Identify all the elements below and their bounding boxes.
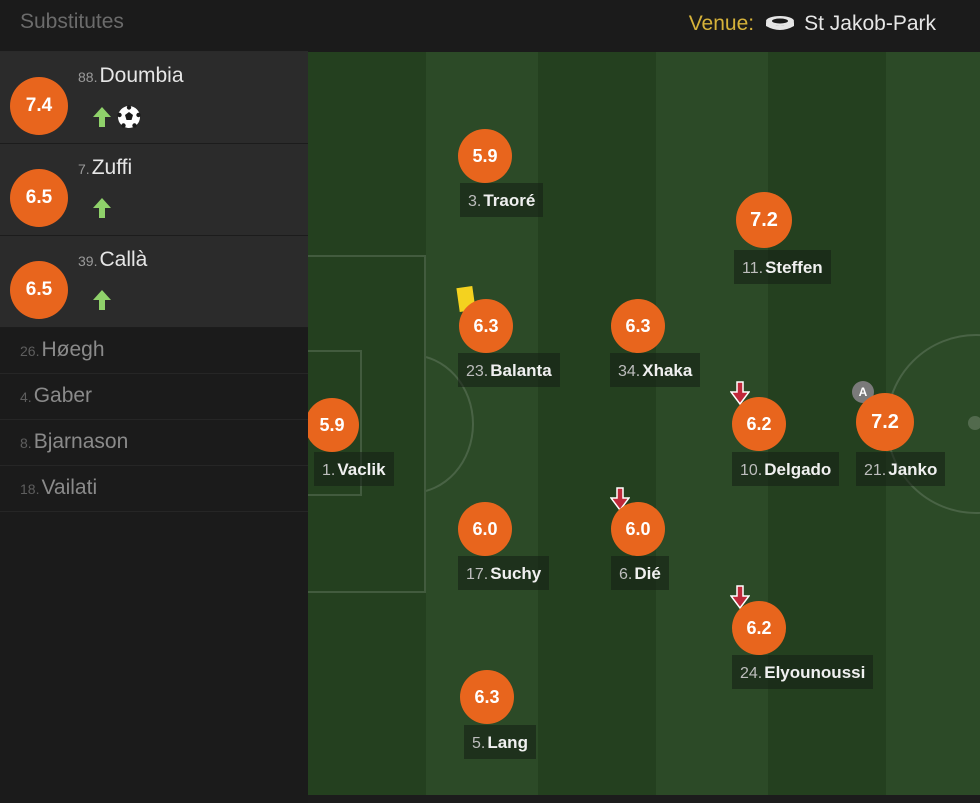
shirt-number: 88. [78, 69, 98, 85]
player-name: Lang [487, 733, 528, 752]
shirt-number: 6. [619, 566, 633, 583]
unused-substitute-row[interactable]: 26.Høegh [0, 328, 308, 374]
player-name: Gaber [33, 384, 93, 407]
player-name-text: Zuffi [91, 156, 133, 179]
substitutes-title: Substitutes [0, 0, 308, 52]
sub-in-arrow-icon [93, 290, 111, 310]
player-name: Bjarnason [33, 430, 129, 453]
shirt-number: 39. [78, 253, 98, 269]
sub-out-arrow-icon [610, 487, 630, 512]
player-name: 7.Zuffi [78, 156, 132, 180]
venue-info: Venue: St Jakob-Park [689, 12, 936, 36]
player-name: Janko [888, 460, 938, 479]
player-nameplate: 10.Delgado [732, 452, 840, 486]
player-nameplate: 11.Steffen [734, 250, 831, 284]
shirt-number: 23. [466, 363, 489, 380]
venue-label: Venue: [688, 12, 755, 35]
shirt-number: 18. [20, 481, 40, 497]
center-spot [968, 416, 980, 430]
substitute-row[interactable]: 7.4 88.Doumbia [0, 52, 308, 144]
stadium-icon [766, 16, 795, 30]
rating-badge: 6.0 [611, 502, 665, 556]
player-name: 39.Callà [78, 248, 147, 272]
rating-badge: 6.3 [460, 670, 514, 724]
player-nameplate: 21.Janko [856, 452, 946, 486]
player-nameplate: 5.Lang [464, 725, 536, 759]
player-name: 88.Doumbia [78, 64, 184, 88]
player-name: Suchy [490, 564, 542, 583]
player-name: Steffen [765, 258, 823, 277]
penalty-box [308, 255, 426, 593]
rating-badge: 7.2 [856, 393, 914, 451]
rating-badge: 6.2 [732, 397, 786, 451]
rating-badge: 6.5 [10, 169, 68, 227]
pitch: 5.9 3.Traoré 7.2 11.Steffen 6.3 23.Balan… [308, 52, 980, 795]
player-name: Vailati [41, 476, 98, 499]
player-name: Delgado [764, 460, 832, 479]
player-name: Traoré [483, 191, 536, 210]
player-name: Elyounoussi [764, 663, 866, 682]
unused-substitute-row[interactable]: 8.Bjarnason [0, 420, 308, 466]
event-icons [92, 288, 112, 312]
player-nameplate: 6.Dié [611, 556, 669, 590]
event-icons [92, 196, 112, 220]
goal-ball-icon [117, 105, 141, 128]
player-name: Xhaka [642, 361, 693, 380]
player-nameplate: 34.Xhaka [610, 353, 701, 387]
player-name: Balanta [490, 361, 552, 380]
venue-name: St Jakob-Park [804, 12, 936, 35]
sub-in-arrow-icon [93, 107, 111, 127]
goal-area [308, 350, 362, 496]
player-name: Høegh [41, 338, 105, 361]
shirt-number: 21. [864, 462, 887, 479]
player-nameplate: 17.Suchy [458, 556, 550, 590]
unused-substitute-row[interactable]: 18.Vailati [0, 466, 308, 512]
shirt-number: 3. [468, 193, 482, 210]
rating-badge: 7.4 [10, 77, 68, 135]
shirt-number: 24. [740, 665, 763, 682]
shirt-number: 11. [742, 260, 764, 277]
rating-badge: 5.9 [308, 398, 359, 452]
rating-badge: 6.3 [459, 299, 513, 353]
rating-badge: 6.2 [732, 601, 786, 655]
shirt-number: 1. [322, 462, 336, 479]
shirt-number: 4. [20, 389, 32, 405]
player-nameplate: 3.Traoré [460, 183, 544, 217]
rating-badge: 6.3 [611, 299, 665, 353]
player-name-text: Callà [99, 248, 148, 271]
player-nameplate: 24.Elyounoussi [732, 655, 874, 689]
sub-out-arrow-icon [730, 381, 750, 406]
shirt-number: 10. [740, 462, 763, 479]
shirt-number: 5. [472, 735, 486, 752]
sub-out-arrow-icon [730, 585, 750, 610]
player-name: Vaclik [337, 460, 386, 479]
shirt-number: 7. [78, 161, 90, 177]
rating-badge: 7.2 [736, 192, 792, 248]
player-name: Dié [634, 564, 661, 583]
player-name-text: Doumbia [99, 64, 184, 87]
player-nameplate: 23.Balanta [458, 353, 560, 387]
shirt-number: 26. [20, 343, 40, 359]
shirt-number: 34. [618, 363, 641, 380]
top-bar: Venue: St Jakob-Park [308, 0, 980, 52]
substitute-row[interactable]: 6.5 39.Callà [0, 236, 308, 328]
unused-substitute-row[interactable]: 4.Gaber [0, 374, 308, 420]
shirt-number: 17. [466, 566, 489, 583]
event-icons [92, 104, 142, 130]
substitutes-panel: Substitutes 7.4 88.Doumbia 6.5 7.Zuffi 6… [0, 0, 308, 803]
substitute-row[interactable]: 6.5 7.Zuffi [0, 144, 308, 236]
sub-in-arrow-icon [93, 198, 111, 218]
rating-badge: 6.5 [10, 261, 68, 319]
rating-badge: 5.9 [458, 129, 512, 183]
player-nameplate: 1.Vaclik [314, 452, 394, 486]
shirt-number: 8. [20, 435, 32, 451]
rating-badge: 6.0 [458, 502, 512, 556]
